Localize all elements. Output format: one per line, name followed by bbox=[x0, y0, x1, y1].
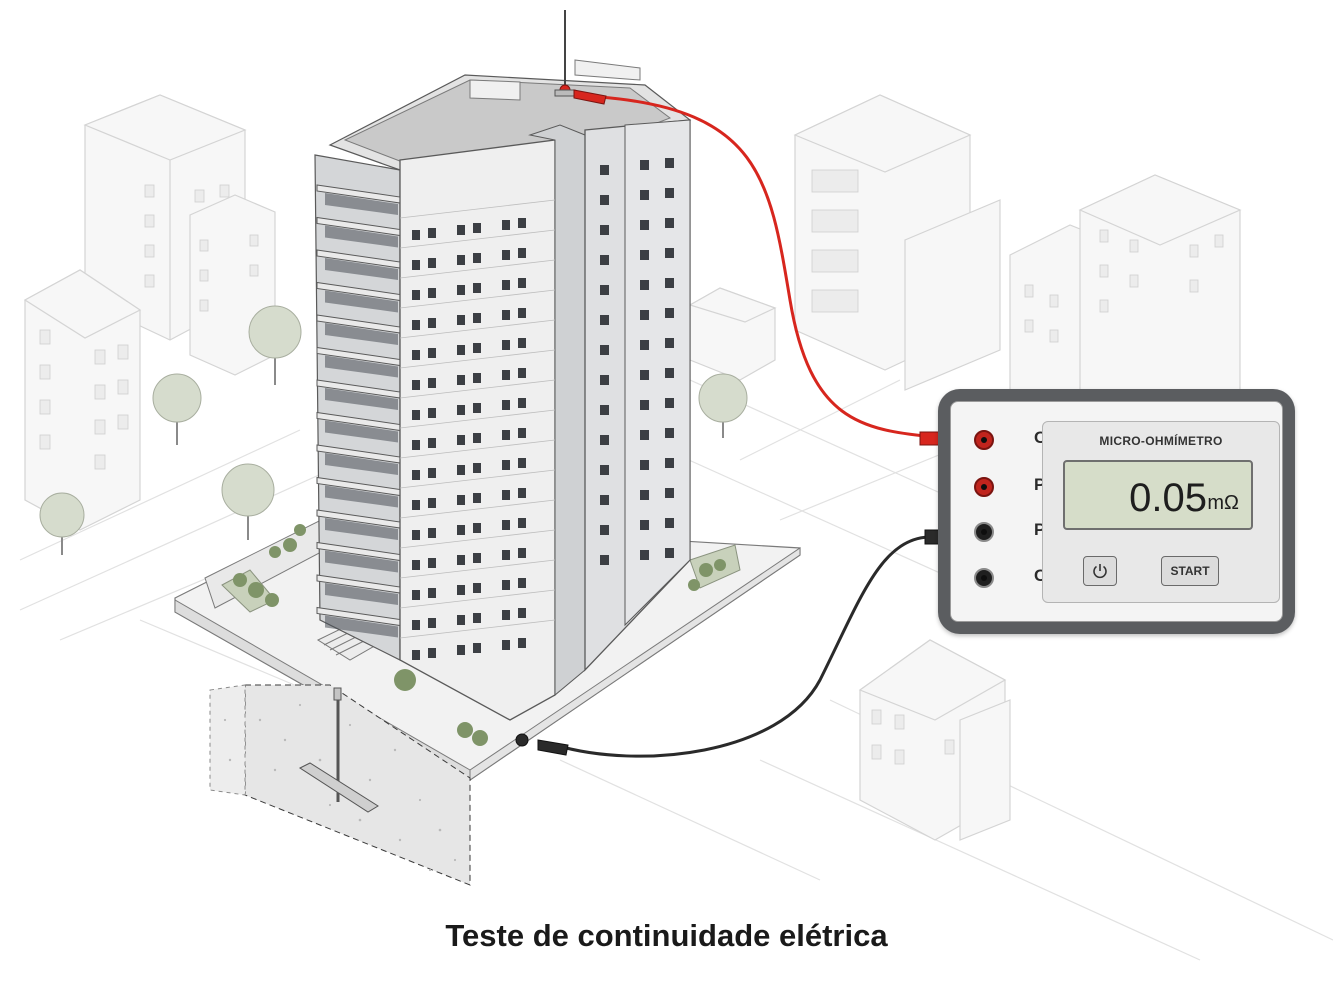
tree-icon bbox=[698, 373, 748, 438]
tree-icon bbox=[248, 305, 302, 385]
reading-value: 0.05 bbox=[1129, 476, 1207, 520]
terminal-jack-black[interactable] bbox=[974, 522, 994, 542]
reading-unit: mΩ bbox=[1207, 492, 1239, 514]
lcd-display: 0.05 mΩ bbox=[1063, 460, 1253, 530]
tree-icon bbox=[221, 463, 275, 540]
ground-rod-icon bbox=[298, 687, 379, 813]
diagram-caption: Teste de continuidade elétrica bbox=[445, 918, 888, 953]
micro-ohmmeter: C1 P1 P2 C2 MICRO-OHMÍMETRO 0.05 mΩ STAR… bbox=[938, 389, 1295, 634]
main-building bbox=[314, 10, 692, 721]
power-button[interactable] bbox=[1083, 556, 1117, 586]
terminal-jack-red[interactable] bbox=[974, 477, 994, 497]
power-icon bbox=[1093, 564, 1107, 579]
lightning-rod-icon bbox=[554, 10, 576, 97]
tree-icon bbox=[152, 373, 202, 445]
terminal-p2[interactable]: P2 bbox=[966, 517, 1055, 547]
terminal-jack-red[interactable] bbox=[974, 430, 994, 450]
terminal-c1[interactable]: C1 bbox=[966, 425, 1056, 455]
terminal-p1[interactable]: P1 bbox=[966, 472, 1055, 502]
ground-cutaway bbox=[209, 684, 471, 886]
meter-panel: MICRO-OHMÍMETRO 0.05 mΩ START bbox=[1042, 421, 1280, 603]
start-button[interactable]: START bbox=[1161, 556, 1219, 586]
background-city bbox=[19, 94, 1333, 961]
device-title: MICRO-OHMÍMETRO bbox=[1099, 434, 1223, 448]
terminal-jack-black[interactable] bbox=[974, 568, 994, 588]
terminal-c2[interactable]: C2 bbox=[966, 563, 1056, 593]
tree-icon bbox=[39, 492, 85, 555]
